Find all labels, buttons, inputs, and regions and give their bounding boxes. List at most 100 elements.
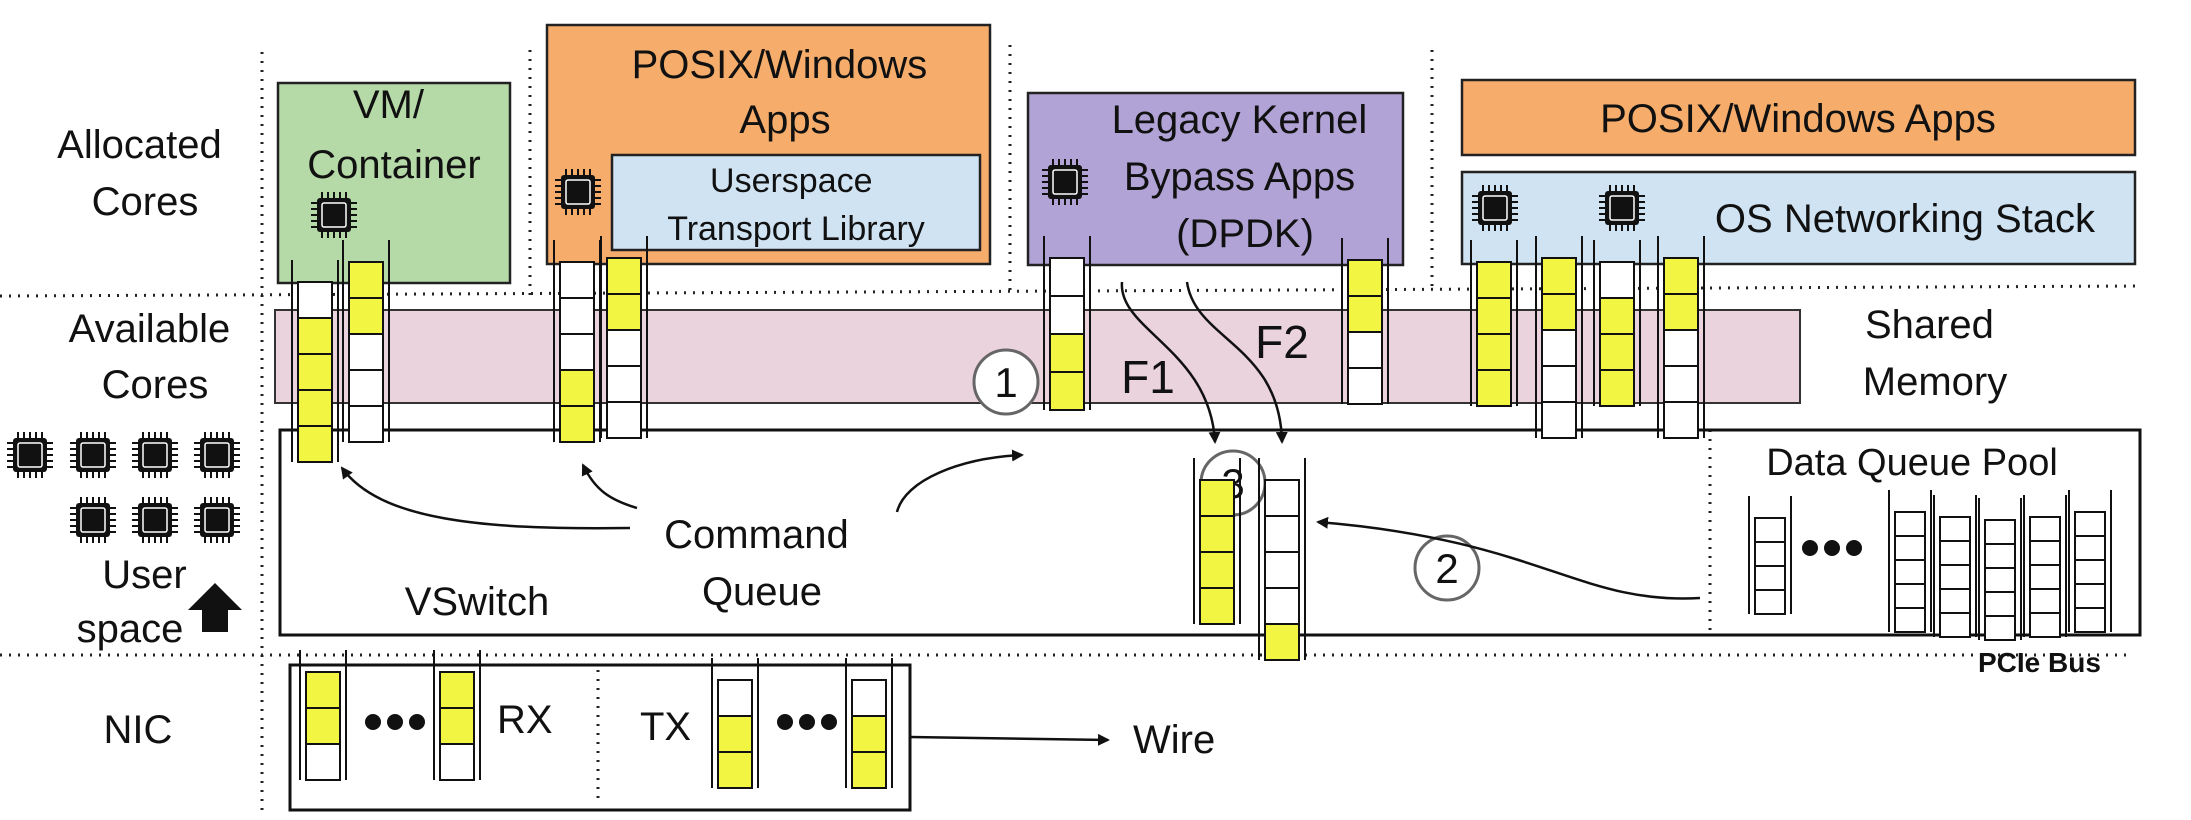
queue-slot	[1049, 295, 1085, 335]
queue-slot	[1894, 607, 1926, 633]
os-networking-stack-box	[1460, 170, 2137, 266]
queue-slot	[1894, 511, 1926, 537]
queue-slot	[1476, 333, 1512, 371]
queue-slot	[1199, 515, 1235, 553]
tx-to-wire-arrow	[909, 733, 1110, 746]
queue-slot	[305, 671, 341, 709]
queue-slot	[1894, 583, 1926, 609]
userspace-separator	[0, 284, 2141, 298]
data-queue-pool-label: Data Queue Pool	[1766, 442, 2058, 484]
queue-slot	[297, 317, 333, 355]
queue-slot	[851, 751, 887, 789]
queue-slot	[1199, 551, 1235, 589]
queue-slot	[348, 369, 384, 407]
flow-f1-label: F1	[1121, 351, 1175, 403]
step-2-marker: 2	[1413, 534, 1481, 602]
queue-slot	[1049, 333, 1085, 373]
queue-slot	[1939, 564, 1971, 590]
queue-stacks	[291, 236, 2112, 789]
queue-slot	[1264, 587, 1300, 625]
queue-slot	[2029, 612, 2061, 638]
queue-slot	[1264, 551, 1300, 589]
queue-slot	[348, 405, 384, 443]
queue-slot	[1599, 369, 1635, 407]
os-networking-stack-label: OS Networking Stack	[1715, 197, 2096, 241]
queue-slot	[851, 679, 887, 717]
queue-slot	[2074, 511, 2106, 537]
command-arrow-to-vm	[340, 466, 631, 530]
cpu-core-icon	[311, 192, 357, 238]
queue-stack	[1888, 490, 1932, 633]
ellipsis-dot	[1846, 540, 1862, 556]
cpu-core-icon	[1599, 185, 1645, 231]
queue-stack	[1341, 238, 1389, 405]
cpu-cores	[7, 159, 1645, 543]
queue-slot	[2029, 540, 2061, 566]
queue-slot	[1199, 479, 1235, 517]
user-space-label: User space	[77, 553, 198, 651]
queue-slot	[1754, 565, 1786, 591]
wire-label: Wire	[1133, 718, 1215, 762]
rx-label: RX	[497, 698, 553, 742]
queue-slot	[1663, 329, 1699, 367]
userspace-transport-label: Userspace Transport Library	[667, 162, 925, 248]
queue-slot	[1894, 535, 1926, 561]
queue-stack	[1193, 458, 1241, 625]
up-arrow-icon	[188, 583, 242, 632]
queue-slot	[1347, 331, 1383, 369]
ellipsis-dot	[777, 714, 793, 730]
tx-label: TX	[640, 705, 691, 749]
queue-stack	[2023, 495, 2067, 638]
ellipsis-dot	[799, 714, 815, 730]
ellipsis-dot	[1824, 540, 1840, 556]
ellipsis-dot	[821, 714, 837, 730]
queue-stack	[1933, 495, 1977, 638]
shared-memory-label: Shared Memory	[1863, 303, 2007, 404]
queue-slot	[606, 401, 642, 439]
queue-slot	[606, 257, 642, 295]
queue-slot	[1663, 365, 1699, 403]
queue-slot	[1939, 540, 1971, 566]
queue-slot	[2029, 588, 2061, 614]
queue-stack	[553, 240, 601, 443]
queue-slot	[1541, 257, 1577, 295]
data-queue-allocation-arrow	[1316, 516, 1701, 600]
queue-slot	[439, 743, 475, 781]
queue-stack	[299, 650, 347, 781]
queue-slot	[1663, 257, 1699, 295]
queue-slot	[1663, 401, 1699, 439]
queue-stack	[1043, 236, 1091, 411]
vswitch-label: VSwitch	[405, 580, 550, 624]
queue-slot	[2029, 516, 2061, 542]
queue-stack	[600, 236, 648, 439]
queue-stack	[1258, 458, 1306, 661]
queue-slot	[606, 293, 642, 331]
queue-slot	[1199, 587, 1235, 625]
queue-slot	[1599, 333, 1635, 371]
queue-stack	[2068, 490, 2112, 633]
step-1-marker: 1	[972, 348, 1040, 416]
queue-slot	[348, 261, 384, 299]
queue-slot	[1984, 567, 2016, 593]
queue-slot	[606, 365, 642, 403]
queue-slot	[439, 671, 475, 709]
ellipsis-dot	[1802, 540, 1818, 556]
ellipsis-dot	[409, 714, 425, 730]
queue-slot	[1347, 367, 1383, 405]
queue-slot	[1049, 371, 1085, 411]
queue-slot	[1049, 257, 1085, 297]
posix-apps-label-1: POSIX/Windows Apps	[632, 43, 939, 142]
cpu-core-icon	[70, 432, 116, 478]
queue-slot	[559, 297, 595, 335]
queue-slot	[2074, 583, 2106, 609]
cpu-core-icon	[1042, 159, 1088, 205]
queue-slot	[1754, 589, 1786, 615]
queue-slot	[1939, 612, 1971, 638]
svg-text:1: 1	[994, 359, 1017, 406]
queue-slot	[439, 707, 475, 745]
queue-slot	[2029, 564, 2061, 590]
command-arrow-to-posix	[581, 463, 638, 510]
queue-slot	[305, 743, 341, 781]
queue-slot	[1476, 297, 1512, 335]
